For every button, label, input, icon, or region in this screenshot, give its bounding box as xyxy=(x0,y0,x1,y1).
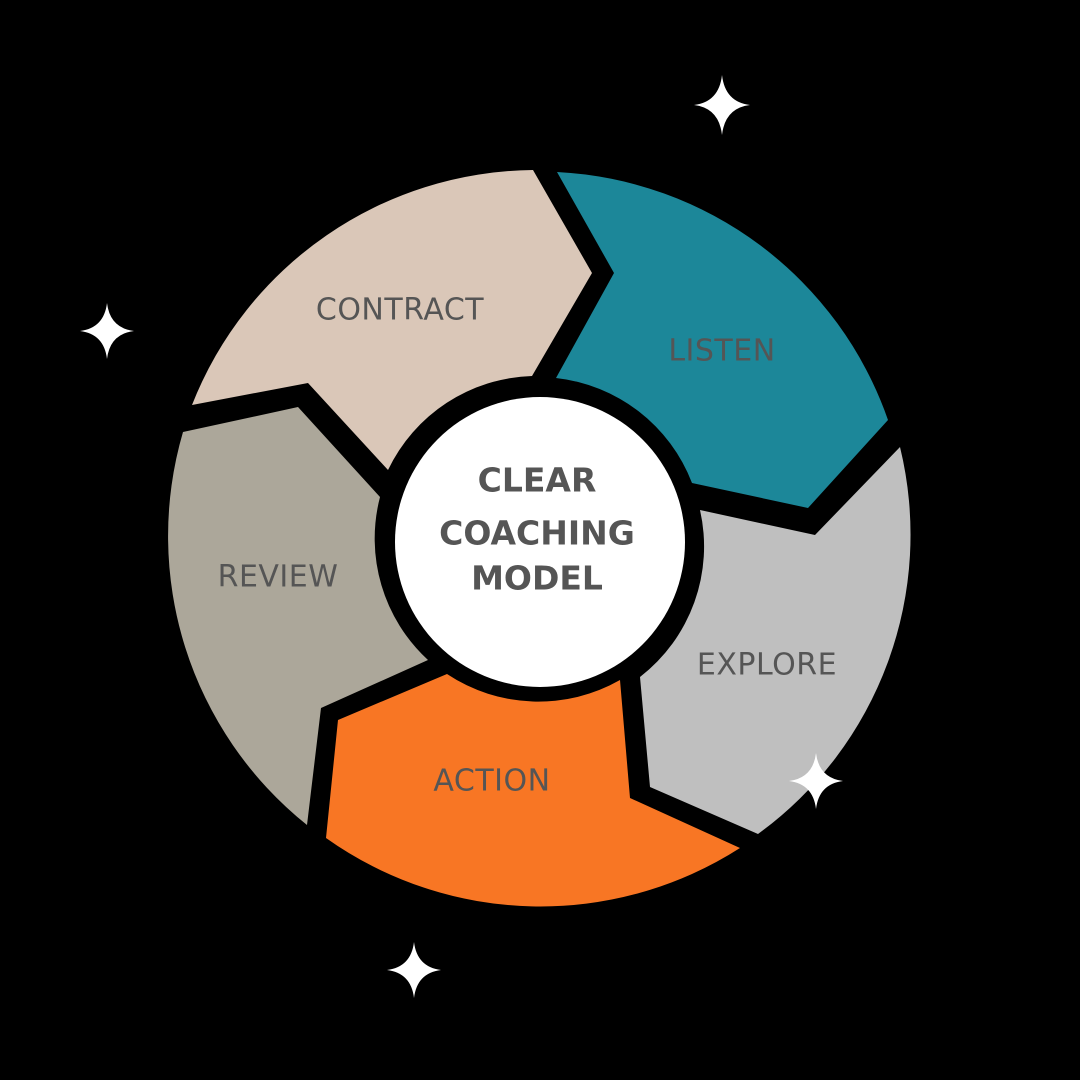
center-title-line1: CLEAR xyxy=(478,461,597,500)
sparkle-icon xyxy=(789,753,843,809)
segment-explore[interactable] xyxy=(640,447,911,834)
sparkle-icon xyxy=(80,303,134,359)
segment-contract[interactable] xyxy=(192,170,592,470)
sparkle-icon xyxy=(694,75,750,135)
center-title-line3: MODEL xyxy=(471,559,603,598)
label-review: REVIEW xyxy=(218,560,339,595)
segment-review[interactable] xyxy=(168,407,428,825)
segment-listen[interactable] xyxy=(556,172,888,508)
segment-action[interactable] xyxy=(326,674,740,907)
center-circle xyxy=(395,397,685,687)
sparkle-icon xyxy=(387,942,441,998)
label-action: ACTION xyxy=(433,764,550,799)
label-explore: EXPLORE xyxy=(697,648,837,683)
label-listen: LISTEN xyxy=(668,334,775,369)
center-title-line2: COACHING xyxy=(439,514,635,553)
label-contract: CONTRACT xyxy=(316,293,484,328)
